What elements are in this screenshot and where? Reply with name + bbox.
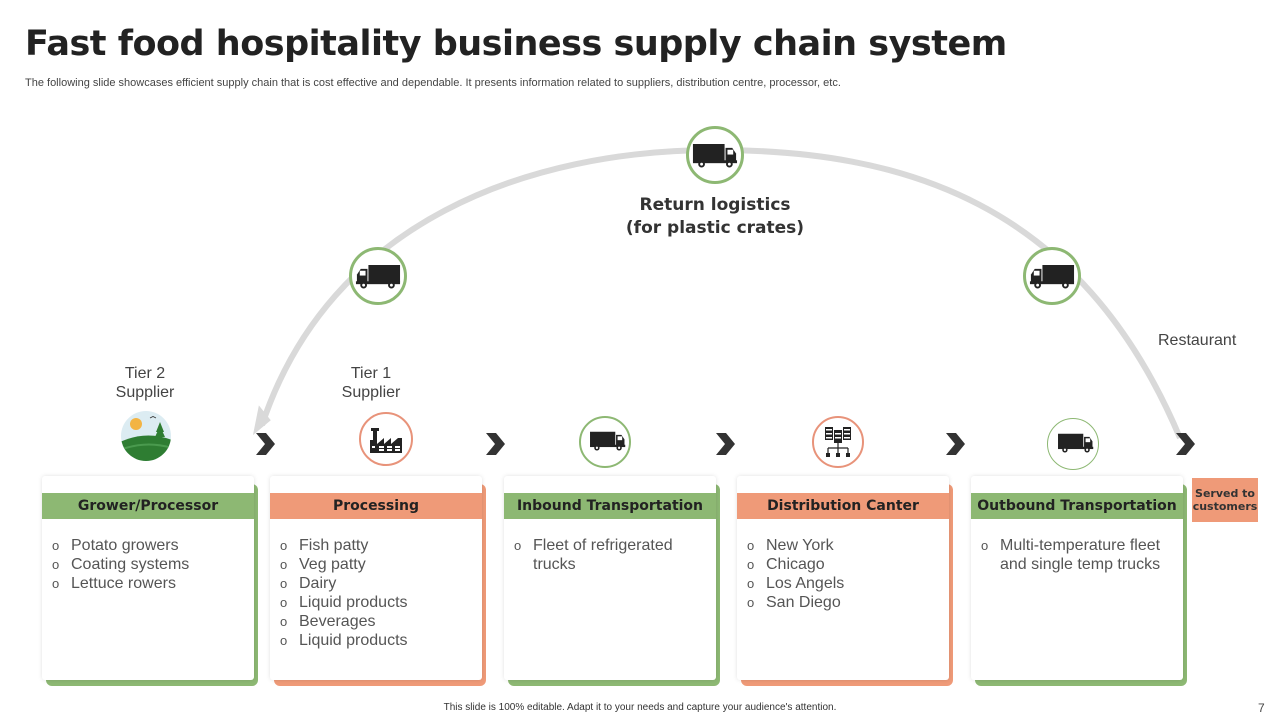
list-item: Chicago	[747, 555, 943, 574]
card-header: Distribution Canter	[737, 493, 949, 519]
farm-landscape-icon	[120, 410, 172, 462]
list-item: Multi-temperature fleet and single temp …	[981, 536, 1177, 574]
chevron-right-icon	[716, 433, 735, 455]
list-item: Potato growers	[52, 536, 248, 555]
stage-card-outbound-transportation: Outbound Transportation Multi-temperatur…	[971, 476, 1187, 686]
page-title: Fast food hospitality business supply ch…	[25, 24, 1007, 64]
tier1-line1: Tier 1	[350, 365, 392, 382]
card-list: Potato growers Coating systems Lettuce r…	[52, 536, 248, 593]
factory-icon	[370, 428, 402, 453]
tier2-supplier-label: Tier 2 Supplier	[95, 364, 195, 402]
factory-icon-circle	[359, 412, 413, 466]
inbound-truck-circle	[579, 416, 631, 468]
stage-card-grower-processor: Grower/Processor Potato growers Coating …	[42, 476, 258, 686]
list-item: Veg patty	[280, 555, 476, 574]
list-item: Dairy	[280, 574, 476, 593]
list-item: Coating systems	[52, 555, 248, 574]
chevron-right-icon	[256, 433, 275, 455]
distribution-network-icon	[825, 427, 851, 457]
card-list: Fish patty Veg patty Dairy Liquid produc…	[280, 536, 476, 650]
list-item: Liquid products	[280, 631, 476, 650]
tier1-line2: Supplier	[341, 384, 401, 401]
tier2-line2: Supplier	[115, 384, 175, 401]
card-list: Multi-temperature fleet and single temp …	[981, 536, 1177, 574]
return-logistics-line2: (for plastic crates)	[625, 218, 805, 238]
tier2-line1: Tier 2	[124, 365, 166, 382]
list-item: Beverages	[280, 612, 476, 631]
truck-icon	[355, 263, 401, 290]
chevron-right-icon	[1176, 433, 1195, 455]
list-item: Fish patty	[280, 536, 476, 555]
tier1-supplier-label: Tier 1 Supplier	[321, 364, 421, 402]
list-item: Fleet of refrigerated trucks	[514, 536, 710, 574]
footer-note: This slide is 100% editable. Adapt it to…	[443, 702, 837, 713]
return-truck-top	[686, 126, 744, 184]
list-item: San Diego	[747, 593, 943, 612]
distribution-icon-circle	[812, 416, 864, 468]
truck-icon	[1029, 263, 1075, 290]
chevron-right-icon	[946, 433, 965, 455]
card-header: Outbound Transportation	[971, 493, 1183, 519]
stage-card-inbound-transportation: Inbound Transportation Fleet of refriger…	[504, 476, 720, 686]
return-truck-left	[349, 247, 407, 305]
card-header: Processing	[270, 493, 482, 519]
card-header: Inbound Transportation	[504, 493, 716, 519]
served-to-customers-box: Served to customers	[1192, 478, 1258, 522]
truck-icon	[692, 142, 738, 169]
truck-icon	[1052, 432, 1094, 457]
truck-icon	[584, 430, 626, 455]
chevron-right-icon	[486, 433, 505, 455]
list-item: Los Angels	[747, 574, 943, 593]
return-logistics-line1: Return logistics	[639, 195, 791, 215]
stage-card-processing: Processing Fish patty Veg patty Dairy Li…	[270, 476, 486, 686]
card-list: Fleet of refrigerated trucks	[514, 536, 710, 574]
return-logistics-label: Return logistics (for plastic crates)	[600, 194, 830, 240]
list-item: New York	[747, 536, 943, 555]
page-subtitle: The following slide showcases efficient …	[25, 77, 841, 89]
arc-arrowhead	[252, 405, 271, 436]
page-number: 7	[1258, 701, 1265, 715]
list-item: Liquid products	[280, 593, 476, 612]
outbound-truck-circle	[1047, 418, 1099, 470]
list-item: Lettuce rowers	[52, 574, 248, 593]
stage-card-distribution-center: Distribution Canter New York Chicago Los…	[737, 476, 953, 686]
restaurant-label: Restaurant	[1158, 332, 1237, 349]
card-header: Grower/Processor	[42, 493, 254, 519]
return-truck-right	[1023, 247, 1081, 305]
card-list: New York Chicago Los Angels San Diego	[747, 536, 943, 612]
